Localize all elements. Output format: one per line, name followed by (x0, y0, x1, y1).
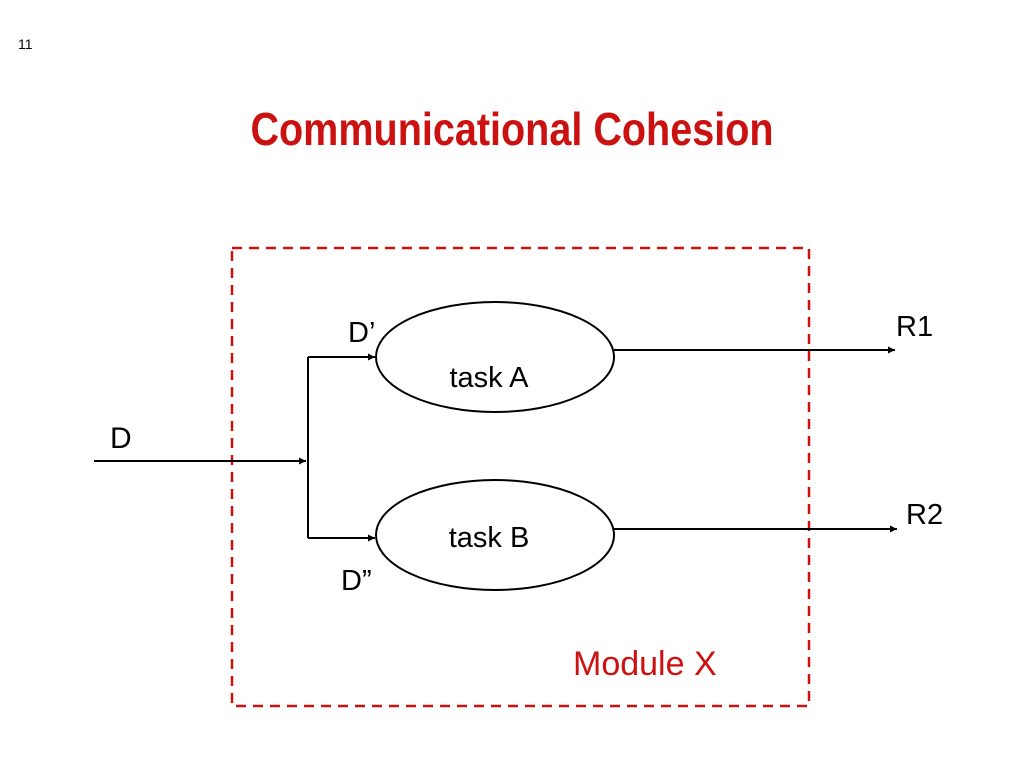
module-boundary (230, 246, 811, 708)
output-r1-label: R1 (896, 311, 933, 343)
slide-number: 11 (18, 36, 33, 52)
module-label: Module X (573, 645, 717, 683)
task-a-label: task A (450, 362, 530, 394)
task-b-node (375, 479, 615, 591)
slide-title: Communicational Cohesion (250, 103, 774, 155)
output-r2-label: R2 (906, 499, 943, 531)
task-a-node (375, 301, 615, 413)
task-b-label: task B (449, 522, 530, 554)
input-d-label: D (110, 422, 132, 455)
branch-a-label: D’ (348, 317, 375, 349)
branch-b-label: D” (341, 565, 372, 597)
